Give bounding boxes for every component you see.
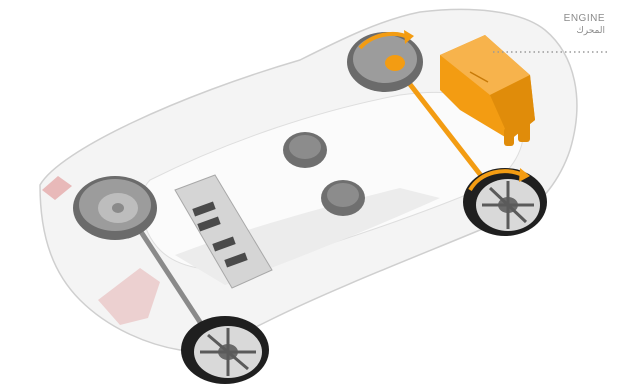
rear-right-wheel: [181, 316, 269, 384]
suspension-spring-right: [321, 180, 365, 216]
rear-left-wheel: [73, 176, 157, 240]
suspension-spring-left: [283, 132, 327, 168]
front-right-wheel: [463, 168, 547, 236]
engine-label: ENGINE: [564, 12, 605, 25]
engine-callout: ENGINE المحرك: [564, 12, 605, 37]
engine-label-arabic: المحرك: [564, 25, 605, 37]
